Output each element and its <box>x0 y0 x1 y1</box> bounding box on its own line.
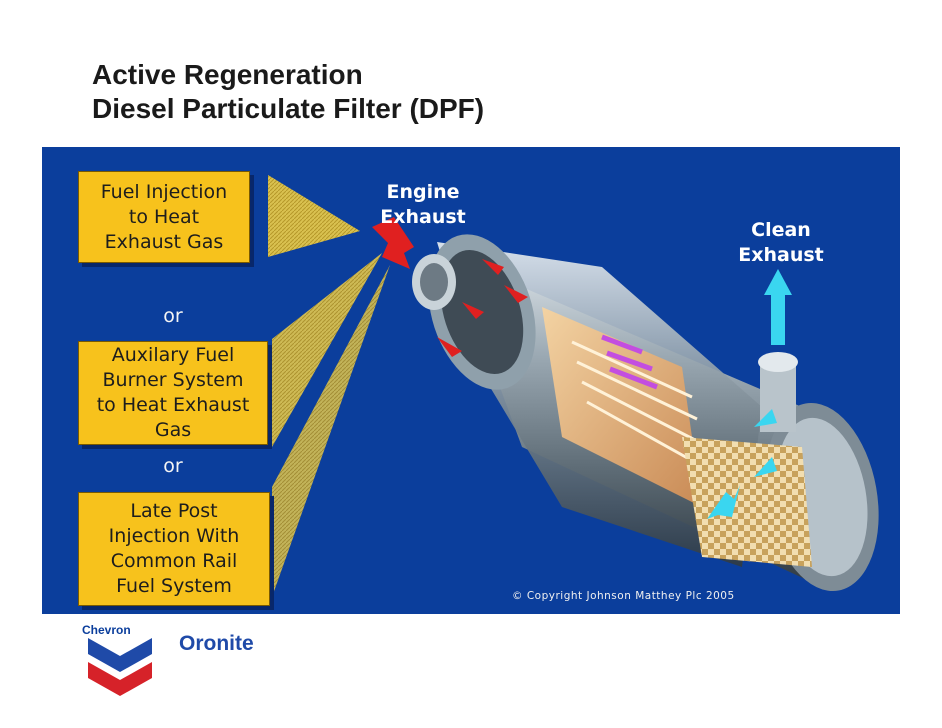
diagram-panel: Fuel Injection to Heat Exhaust Gas or Au… <box>42 147 900 614</box>
chevron-logo-icon <box>88 638 152 696</box>
engine-exhaust-label: Engine Exhaust <box>380 181 466 228</box>
footer-logos <box>0 614 942 728</box>
beam-1 <box>268 175 360 257</box>
or-label-1: or <box>163 305 183 327</box>
clean-arrows <box>707 269 792 519</box>
slide-title: Active Regeneration Diesel Particulate F… <box>92 58 484 126</box>
chevron-wordmark: Chevron <box>82 623 131 637</box>
dpf-illustration <box>268 175 879 597</box>
dpf-body <box>412 234 879 592</box>
engine-exhaust-arrow <box>372 217 414 269</box>
oronite-wordmark: Oronite <box>179 632 254 655</box>
hot-arrows <box>372 217 528 357</box>
title-line-2: Diesel Particulate Filter (DPF) <box>92 93 485 124</box>
option-box-fuel-injection: Fuel Injection to Heat Exhaust Gas <box>78 171 250 263</box>
clean-exhaust-label: Clean Exhaust <box>738 219 824 266</box>
option-box-auxiliary-burner: Auxilary Fuel Burner System to Heat Exha… <box>78 341 268 445</box>
option-box-late-post-injection: Late Post Injection With Common Rail Fue… <box>78 492 270 606</box>
copyright-notice: © Copyright Johnson Matthey Plc 2005 <box>512 590 735 602</box>
or-label-2: or <box>163 455 183 477</box>
beam-2 <box>272 253 382 447</box>
clean-exhaust-arrow <box>764 269 792 345</box>
title-line-1: Active Regeneration <box>92 59 363 90</box>
beam-3 <box>272 265 390 597</box>
